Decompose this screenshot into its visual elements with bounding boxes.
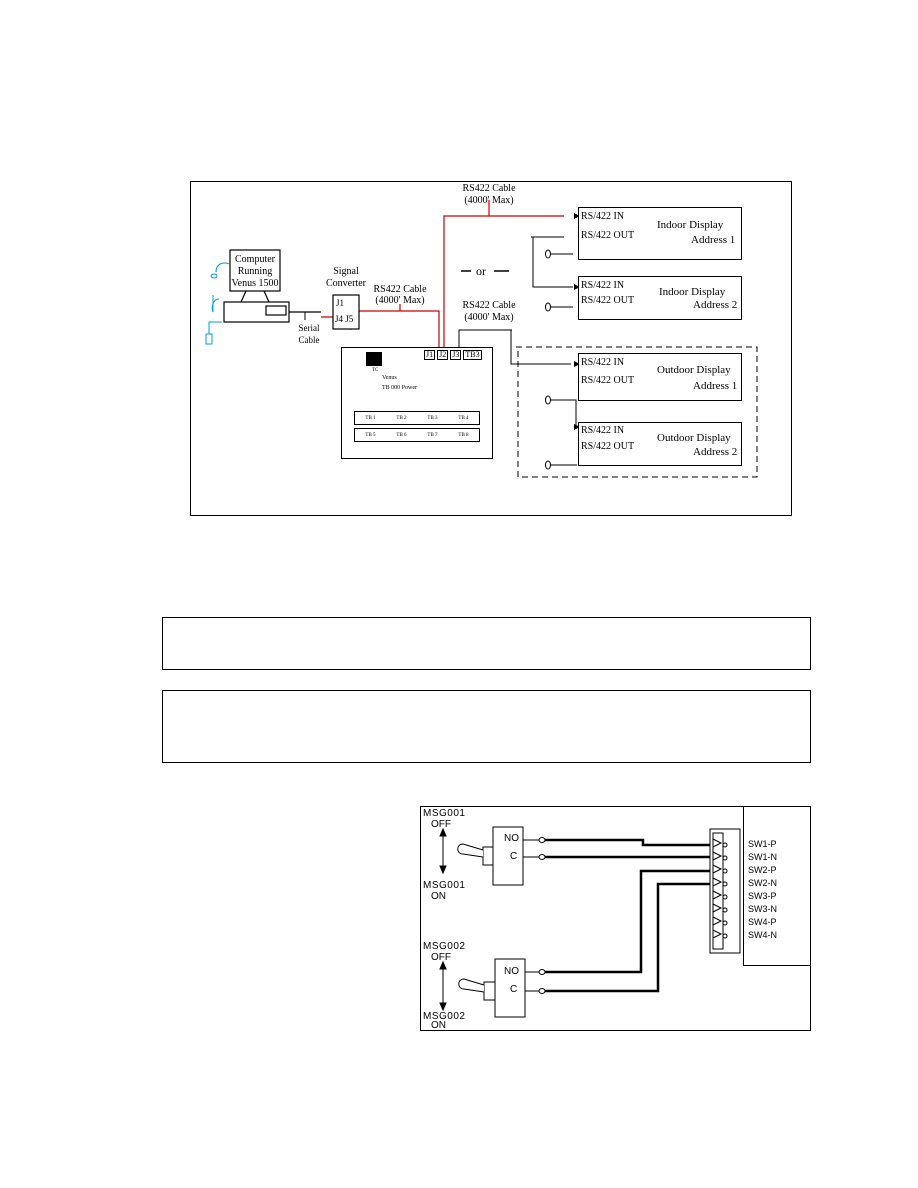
terminal-tb6: TB 6 (396, 432, 407, 438)
terminal-label-panel: SW1-P SW1-N SW2-P SW2-N SW3-P SW3-N SW4-… (743, 807, 810, 966)
toggle-arrows (439, 827, 447, 1012)
controller-connectors: J1 J2 J3 TB3 (424, 350, 482, 360)
outdoor-display-2: RS/422 IN RS/422 OUT Outdoor Display Add… (578, 422, 742, 466)
terminal-label: SW4-P (748, 917, 777, 927)
terminal-tb1: TB 1 (365, 415, 376, 421)
display-address: Address 1 (691, 234, 736, 246)
switch2-no-label: NO (504, 966, 519, 977)
msg002-on-label-2: ON (431, 1020, 446, 1031)
terminal-label: SW2-N (748, 878, 777, 888)
indoor-display-1: RS/422 IN RS/422 OUT Indoor Display Addr… (578, 207, 742, 260)
terminal-tb5: TB 5 (365, 432, 376, 438)
toggle-switch-1 (457, 826, 546, 886)
rs422-cable-lines (321, 200, 564, 347)
terminal-tb2: TB 2 (396, 415, 407, 421)
display-in-label: RS/422 IN (581, 280, 625, 291)
rs422-cable-top-label-1: RS422 Cable (462, 183, 516, 194)
switch-diagram: MSG001 OFF MSG001 ON MSG002 OFF MSG002 O… (420, 806, 811, 1031)
note-box-2 (162, 690, 811, 763)
terminal-label: SW4-N (748, 930, 777, 940)
connector-tb3: TB3 (463, 350, 482, 360)
switch1-no-label: NO (504, 833, 519, 844)
serial-cable-label-1: Serial (298, 323, 320, 333)
arrow-heads (574, 213, 580, 430)
or-label: or (476, 264, 486, 278)
display-out-label: RS/422 OUT (581, 375, 635, 386)
terminal-block (709, 828, 741, 954)
outdoor-display-1: RS/422 IN RS/422 OUT Outdoor Display Add… (578, 353, 742, 401)
controller-top-terminals: TB 1 TB 2 TB 3 TB 4 (354, 411, 480, 425)
terminal-tb8: TB 8 (458, 432, 469, 438)
msg001-off-label-1: MSG001 (423, 808, 466, 819)
computer-label-3: Venus 1500 (231, 278, 279, 289)
computer-label-1: Computer (235, 254, 275, 265)
computer-label-2: Running (237, 266, 273, 277)
terminal-label: SW3-P (748, 891, 777, 901)
display-in-label: RS/422 IN (581, 211, 625, 222)
indoor-display-2: RS/422 IN RS/422 OUT Indoor Display Addr… (578, 276, 742, 320)
outdoor-dashed-lines (466, 329, 758, 478)
rs422-cable-mid-label-1: RS422 Cable (462, 300, 516, 311)
terminators (545, 249, 551, 470)
computer-body (223, 249, 321, 323)
wiring-lines (205, 200, 758, 478)
converter-j1-label: J1 (336, 298, 345, 308)
display-out-label: RS/422 OUT (581, 295, 635, 306)
rs422-cable-mid-label-2: (4000' Max) (464, 312, 514, 323)
display-out-label: RS/422 OUT (581, 441, 635, 452)
rs422-cable-left-label-2: (4000' Max) (375, 295, 425, 306)
rs422-cable-top-label-2: (4000' Max) (464, 195, 514, 206)
controller-board: TC Venus TB 000 Power J1 J2 J3 TB3 TB 1 … (341, 347, 493, 459)
connector-j1: J1 (424, 350, 436, 360)
switch2-c-label: C (510, 984, 518, 995)
msg001-off-label-2: OFF (431, 819, 451, 830)
connector-j2: J2 (437, 350, 449, 360)
msg002-on-label-1: MSG002 (423, 1011, 466, 1022)
display-in-label: RS/422 IN (581, 357, 625, 368)
msg001-on-label-2: ON (431, 891, 446, 902)
terminal-label: SW1-N (748, 852, 777, 862)
terminal-label: SW1-P (748, 839, 777, 849)
toggle-switch-2 (458, 958, 546, 1018)
display-in-label: RS/422 IN (581, 425, 625, 436)
controller-bottom-terminals: TB 5 TB 6 TB 7 TB 8 (354, 428, 480, 442)
display-address: Address 2 (693, 446, 738, 458)
rs422-cable-left-label-1: RS422 Cable (373, 284, 427, 295)
serial-cable-label-2: Cable (298, 335, 320, 345)
display-out-label: RS/422 OUT (581, 230, 635, 241)
display-name: Outdoor Display (657, 364, 731, 376)
display-address: Address 2 (693, 299, 738, 311)
terminal-label: SW2-P (748, 865, 777, 875)
connector-j3: J3 (450, 350, 462, 360)
display-name: Indoor Display (657, 219, 724, 231)
controller-line-2: TB 000 Power (382, 385, 417, 391)
terminal-tb4: TB 4 (458, 415, 469, 421)
wiring-diagram: Computer Running Venus 1500 Serial Cable… (190, 181, 792, 516)
switch-wiring-lines (439, 826, 741, 1018)
signal-converter-box (332, 294, 360, 330)
signal-converter-label-2: Converter (326, 278, 366, 289)
converter-j4j5-label: J4 J5 (335, 314, 354, 324)
controller-line-1: Venus (382, 375, 397, 381)
switch-wires (545, 838, 713, 993)
terminal-label: SW3-N (748, 904, 777, 914)
signal-converter-label-1: Signal (333, 266, 359, 277)
msg002-off-label-2: OFF (431, 952, 451, 963)
controller-logo (366, 352, 382, 366)
display-name: Outdoor Display (657, 432, 731, 444)
display-address: Address 1 (693, 380, 738, 392)
msg001-on-label-1: MSG001 (423, 880, 466, 891)
terminal-tb3: TB 3 (427, 415, 438, 421)
msg002-off-label-1: MSG002 (423, 941, 466, 952)
display-name: Indoor Display (659, 286, 726, 298)
switch1-c-label: C (510, 851, 518, 862)
note-box-1 (162, 617, 811, 670)
controller-logo-text: TC (372, 368, 379, 373)
terminal-tb7: TB 7 (427, 432, 438, 438)
